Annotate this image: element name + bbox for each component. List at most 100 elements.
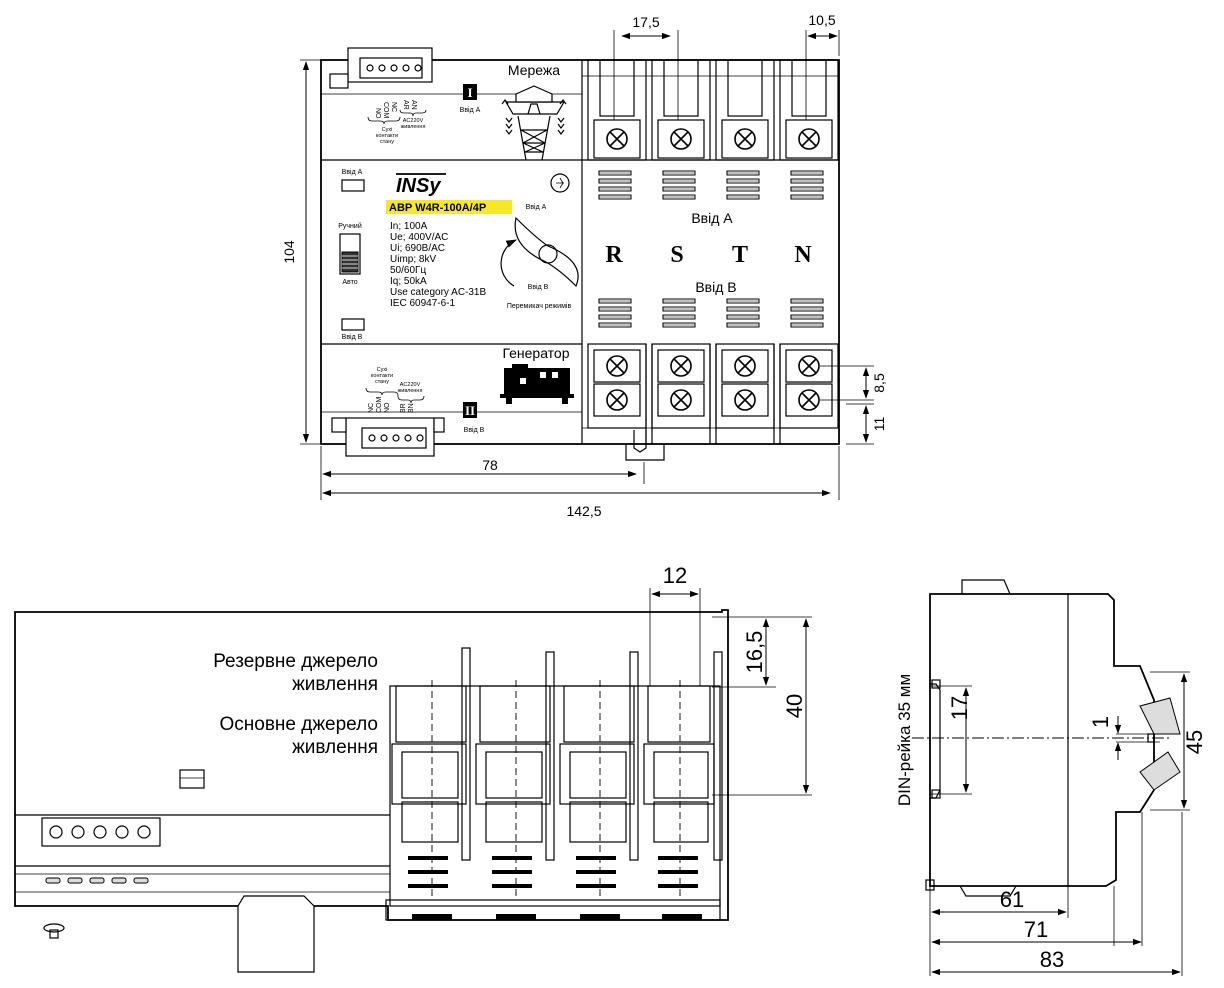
phase-s: S <box>670 242 683 268</box>
pin-label: COM <box>382 102 389 119</box>
source-labels: Резервне джерело живлення Основне джерел… <box>213 651 378 758</box>
spec-line: 50/60Гц <box>390 265 426 276</box>
top-view-outline <box>320 59 840 445</box>
switch-a-label: Ввід А <box>526 203 547 211</box>
spec-line: Ui; 690В/AC <box>390 243 445 254</box>
dim-83: 83 <box>1040 947 1064 972</box>
din-lug <box>237 895 315 973</box>
mode-rotary-switch[interactable]: Ввід А Ввід В Перемикач режимів <box>500 173 579 310</box>
phase-vents-bottom <box>598 298 824 328</box>
zone-b-label: Генератор <box>502 345 569 361</box>
dim-terminal-pitch: 17,5 <box>632 14 659 30</box>
dim-17: 17 <box>947 696 972 720</box>
screw-icon <box>670 355 692 377</box>
dim-71: 71 <box>1024 917 1048 942</box>
dim-edge: 10,5 <box>808 12 835 28</box>
main-source-line2: живлення <box>292 737 378 758</box>
led-b-indicator <box>341 318 365 331</box>
top-view: NO COM NC AR AN Сухі контакти стану AC22… <box>281 12 887 519</box>
front-view: Резервне джерело живлення Основне джерел… <box>14 563 812 973</box>
pin-label: AR <box>402 100 409 110</box>
dim-11: 11 <box>871 417 887 432</box>
front-view-outline <box>14 609 729 921</box>
spec-line: Iq; 50kA <box>390 276 427 287</box>
screw-icon <box>606 355 628 377</box>
roman-numeral-i: I <box>467 85 472 100</box>
model-badge <box>386 200 512 214</box>
generator-icon <box>500 364 574 404</box>
led-a-label: Ввід А <box>342 168 363 176</box>
front-terminal-columns <box>385 647 723 921</box>
top-note-power-1: AC220V <box>403 118 424 124</box>
pin-label: AN <box>410 100 417 110</box>
dim-40: 40 <box>782 694 807 718</box>
dim-total-length: 142,5 <box>566 503 601 519</box>
spec-line: IEC 60947-6-1 <box>390 298 455 309</box>
phase-label-b: Ввід В <box>695 279 736 295</box>
side-view-outline <box>929 593 1155 887</box>
bot-note-contacts-1: Сухі <box>377 367 388 373</box>
pin-label: BN <box>408 403 415 413</box>
switch-caption: Перемикач режимів <box>507 302 572 310</box>
roman-numeral-ii-badge <box>463 402 477 418</box>
top-note-contacts-3: стану <box>380 139 394 145</box>
screw-icon <box>606 128 628 150</box>
screw-icon <box>606 389 628 411</box>
screw-icon <box>798 389 820 411</box>
bot-note-contacts-3: стану <box>375 379 389 385</box>
front-connector <box>41 817 161 847</box>
spec-line: Ue; 400V/AC <box>390 232 448 243</box>
screw-icon <box>670 389 692 411</box>
top-note-contacts-1: Сухі <box>382 127 393 133</box>
phase-r: R <box>605 242 623 268</box>
phase-label-a: Ввід А <box>691 210 733 226</box>
screw-icon <box>798 128 820 150</box>
top-connector-pin-labels: NO COM NC AR AN <box>374 100 417 119</box>
auto-label: Авто <box>342 279 357 286</box>
phase-t: T <box>732 242 748 268</box>
phase-n: N <box>794 242 812 268</box>
screw-icon <box>734 355 756 377</box>
dim-61: 61 <box>1000 887 1024 912</box>
mode-slider-switch[interactable] <box>339 233 361 275</box>
pin-label: NO <box>384 402 391 413</box>
top-note-contacts-2: контакти <box>376 133 398 139</box>
front-indicator <box>179 769 205 789</box>
pin-label: COM <box>376 397 383 414</box>
side-view: DIN-рейка 35 мм 17 1 45 61 71 83 <box>895 579 1207 976</box>
zone-b-sub: Ввід В <box>464 426 485 434</box>
reserve-source-line2: живлення <box>292 674 378 695</box>
phase-vents-top <box>598 170 824 200</box>
bottom-terminal-block <box>587 343 839 444</box>
reserve-source-line1: Резервне джерело <box>213 651 378 672</box>
dim-78: 78 <box>482 457 498 473</box>
din-clip <box>625 444 665 461</box>
spec-line: Use category AC-31B <box>390 287 486 298</box>
bottom-connector <box>331 417 445 457</box>
bot-note-power-1: AC220V <box>400 382 421 388</box>
phase-letters: R S T N <box>605 242 812 268</box>
dim-1: 1 <box>1088 716 1113 728</box>
top-connector <box>329 47 433 89</box>
switch-b-label: Ввід В <box>528 283 549 291</box>
pin-label: NO <box>374 108 381 119</box>
model-name: АВР W4R-100A/4P <box>389 202 486 214</box>
dim-12: 12 <box>663 563 687 588</box>
dim-85: 8,5 <box>871 373 887 393</box>
din-rail-label: DIN-рейка 35 мм <box>895 674 914 806</box>
dim-height: 104 <box>281 240 297 264</box>
top-note-power-2: живлення <box>401 124 426 130</box>
screw-icon <box>670 128 692 150</box>
bottom-connector-pin-labels: NC COM NO BR BN <box>368 397 415 414</box>
roman-numeral-ii: II <box>465 403 475 418</box>
screw-icon <box>734 128 756 150</box>
top-terminal-block <box>587 59 839 161</box>
main-source-line1: Основне джерело <box>219 714 378 735</box>
screw-icon <box>734 389 756 411</box>
pin-label: BR <box>400 403 407 413</box>
pin-label: NC <box>390 102 397 112</box>
zone-a-label: Мережа <box>508 62 560 78</box>
brand-logo: INSy <box>396 175 441 197</box>
bot-note-power-2: живлення <box>398 388 423 394</box>
